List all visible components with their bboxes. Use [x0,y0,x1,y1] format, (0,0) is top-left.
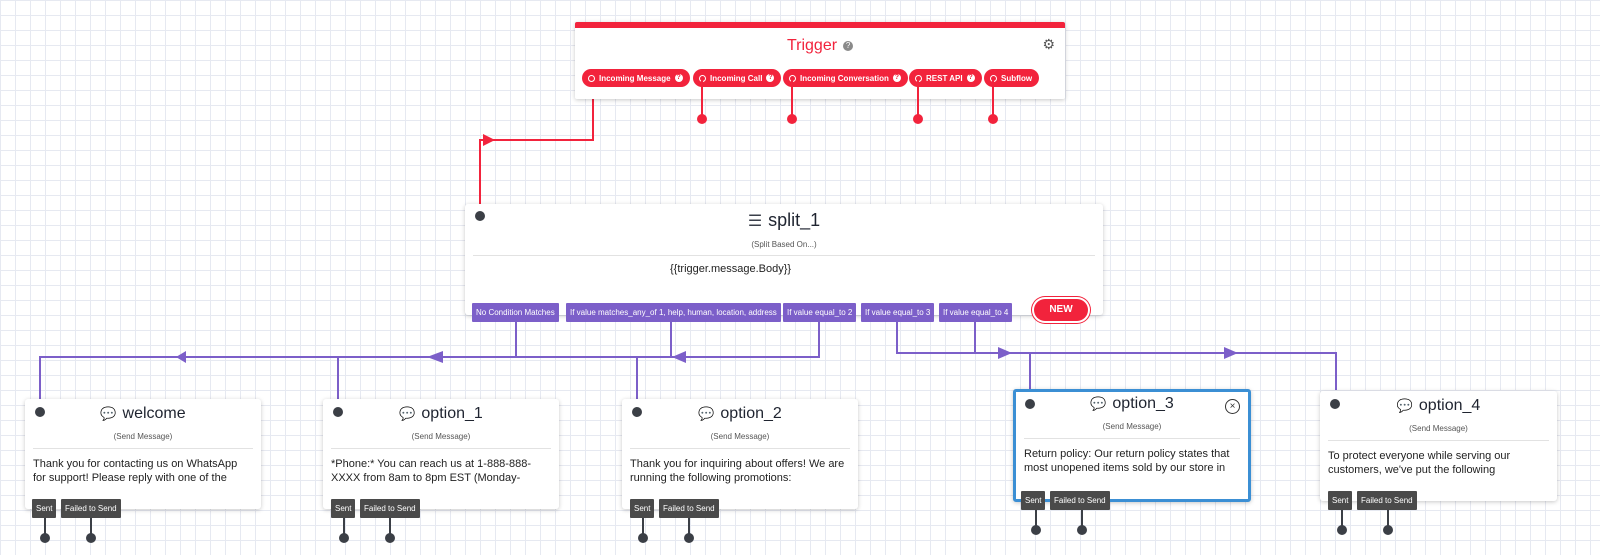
condition-equal-3[interactable]: If value equal_to 3 [861,303,935,322]
chat-icon: 💬 [399,406,416,421]
wire-option1 [337,317,672,405]
input-port[interactable] [632,407,642,417]
trigger-output-port[interactable] [787,114,797,124]
help-icon: ? [766,74,775,82]
split-title: split_1 [768,210,821,230]
sent-transition[interactable]: Sent [32,499,57,518]
output-port-failed[interactable] [86,533,96,543]
sent-transition[interactable]: Sent [1021,491,1046,510]
failed-transition[interactable]: Failed to Send [360,499,420,518]
widget-welcome[interactable]: 💬 welcome (Send Message) Thank you for c… [25,399,261,509]
split-subtitle: (Split Based On...) [751,240,817,249]
close-icon[interactable]: × [1225,399,1240,414]
output-port-failed[interactable] [385,533,395,543]
widget-title: option_4 [1418,397,1481,414]
widget-option-3[interactable]: × 💬 option_3 (Send Message) Return polic… [1013,389,1251,502]
sent-transition[interactable]: Sent [1328,491,1353,510]
widget-title: welcome [122,405,186,422]
arrow-red [483,134,495,146]
split-variable: {{trigger.message.Body}} [670,263,792,275]
trigger-incoming-message[interactable]: Incoming Message? [582,69,690,87]
failed-transition[interactable]: Failed to Send [1050,491,1110,510]
sent-transition[interactable]: Sent [630,499,655,518]
widget-subtitle: (Send Message) [1102,422,1162,431]
trigger-output-port[interactable] [913,114,923,124]
help-icon: ? [892,74,901,82]
widget-subtitle: (Send Message) [411,432,471,441]
widget-title: option_2 [720,405,782,422]
message-body: Thank you for contacting us on WhatsApp … [33,458,238,484]
input-port[interactable] [1330,399,1340,409]
failed-transition[interactable]: Failed to Send [1357,491,1417,510]
wire-arrows [176,134,1238,363]
failed-transition[interactable]: Failed to Send [61,499,121,518]
condition-equal-2[interactable]: If value equal_to 2 [783,303,857,322]
help-icon: ? [966,74,975,82]
message-body: Return policy: Our return policy states … [1024,448,1230,474]
wire-option3 [896,317,1031,390]
output-port-sent[interactable] [339,533,349,543]
widget-subtitle: (Send Message) [710,432,770,441]
failed-transition[interactable]: Failed to Send [659,499,719,518]
trigger-incoming-conversation[interactable]: Incoming Conversation? [783,69,908,87]
trigger-widget[interactable]: Trigger ? ⚙ Incoming Message? Incoming C… [575,22,1065,99]
message-body: *Phone:* You can reach us at 1-888-888-X… [331,458,531,484]
radio-icon [588,74,595,82]
condition-matches-any[interactable]: If value matches_any_of 1, help, human, … [566,303,781,322]
new-transition-button[interactable]: NEW [1034,299,1088,321]
widget-option-2[interactable]: 💬 option_2 (Send Message) Thank you for … [622,399,858,509]
chat-icon: 💬 [1090,396,1107,411]
wire-option2 [636,317,820,405]
chat-icon: 💬 [698,406,715,421]
condition-equal-4[interactable]: If value equal_to 4 [939,303,1013,322]
input-port[interactable] [1025,399,1035,409]
trigger-title: Trigger [786,37,838,54]
help-icon: ? [674,74,683,82]
chat-icon: 💬 [100,406,117,421]
message-body: To protect everyone while serving our cu… [1328,450,1511,476]
input-port[interactable] [333,407,343,417]
output-port-failed[interactable] [1077,525,1087,535]
sent-transition[interactable]: Sent [331,499,356,518]
output-port-sent[interactable] [1337,525,1347,535]
split-icon: ☰ [747,212,763,230]
widget-option-1[interactable]: 💬 option_1 (Send Message) *Phone:* You c… [323,399,559,509]
message-body: Thank you for inquiring about offers! We… [630,458,845,484]
widget-subtitle: (Send Message) [1409,424,1468,433]
output-port-sent[interactable] [638,533,648,543]
trigger-incoming-call[interactable]: Incoming Call? [693,69,782,87]
help-icon[interactable]: ? [843,41,854,51]
split-widget[interactable]: ☰ split_1 (Split Based On...) {{trigger.… [465,204,1103,322]
wire-option4 [974,317,1337,390]
trigger-rest-api[interactable]: REST API? [909,69,982,87]
wire-trigger-to-split [479,65,594,205]
chat-icon: 💬 [1396,398,1413,413]
wire-no-match-to-welcome [39,317,517,405]
gears-icon[interactable]: ⚙ [1042,36,1055,52]
input-port[interactable] [475,211,485,221]
widget-option-4[interactable]: 💬 option_4 (Send Message) To protect eve… [1320,391,1557,501]
output-port-failed[interactable] [1383,525,1393,535]
output-port-sent[interactable] [40,533,50,543]
condition-no-match[interactable]: No Condition Matches [472,303,559,322]
widget-title: option_1 [421,405,483,422]
widget-subtitle: (Send Message) [113,432,173,441]
output-port-failed[interactable] [684,533,694,543]
trigger-output-port[interactable] [697,114,707,124]
output-port-sent[interactable] [1031,525,1041,535]
widget-title: option_3 [1112,395,1174,412]
input-port[interactable] [35,407,45,417]
trigger-output-port[interactable] [988,114,998,124]
